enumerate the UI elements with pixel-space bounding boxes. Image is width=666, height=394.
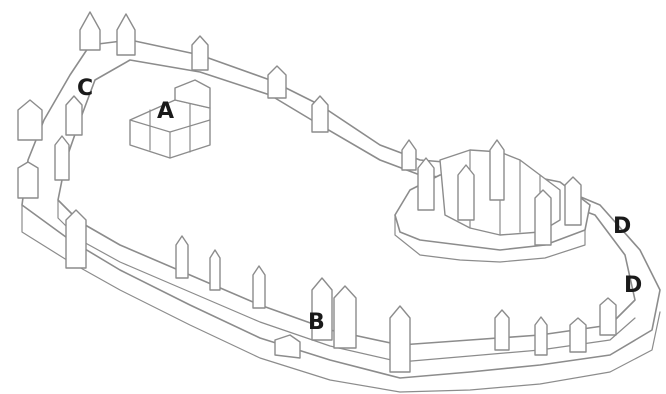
- label-c: C: [77, 76, 93, 101]
- label-b: B: [308, 310, 325, 335]
- label-d-lower: D: [624, 273, 642, 298]
- label-d-upper: D: [613, 214, 631, 239]
- label-a: A: [157, 99, 174, 124]
